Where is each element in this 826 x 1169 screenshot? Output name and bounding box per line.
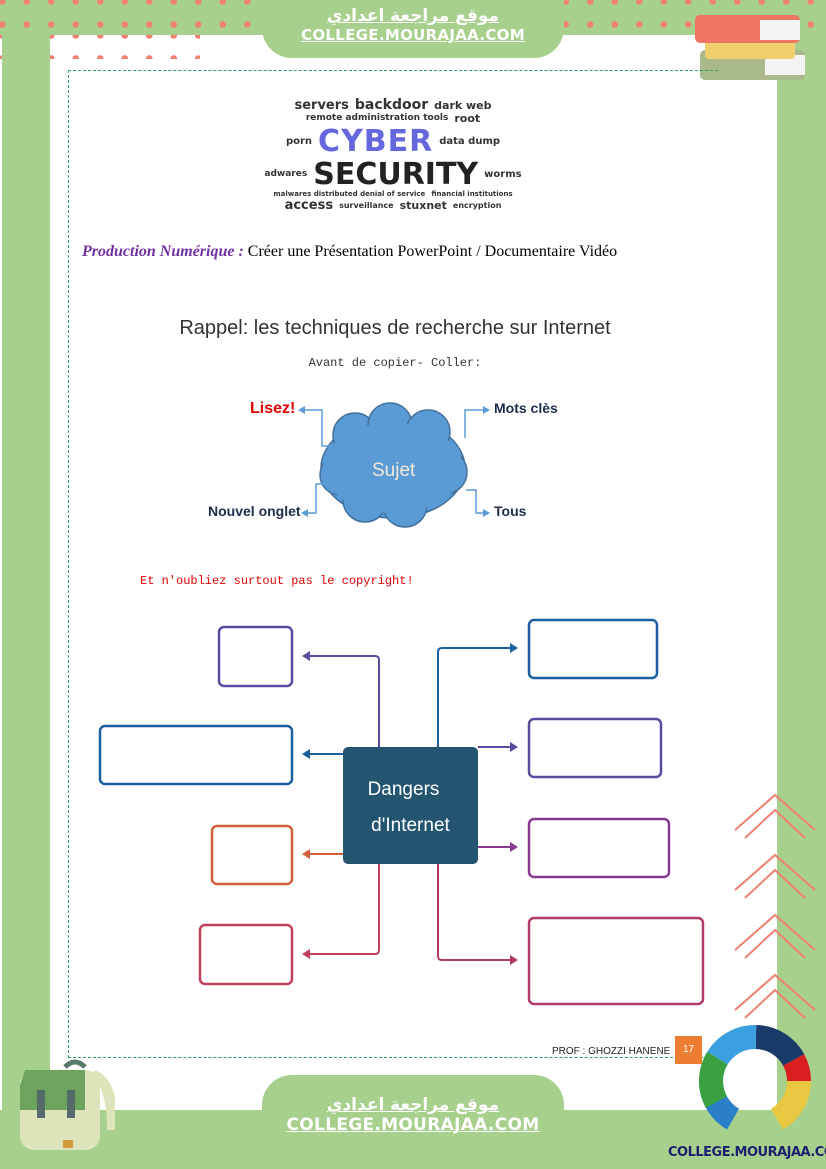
answer-box — [198, 923, 294, 986]
wordcloud-row: adwares SECURITY worms — [248, 158, 538, 191]
page-number: 17 — [675, 1036, 702, 1064]
arrow-mots — [464, 409, 486, 438]
cybersecurity-wordcloud: servers backdoor dark web remote adminis… — [248, 97, 538, 214]
author: PROF : GHOZZI HANENE — [552, 1046, 671, 1057]
word: data dump — [439, 136, 501, 148]
label-lisez: Lisez! — [250, 400, 296, 417]
footer-url[interactable]: COLLEGE.MOURAJAA.COM — [286, 1115, 540, 1135]
right-band — [777, 35, 826, 1169]
arrow-tous — [466, 489, 486, 514]
cloud-center-label: Sujet — [372, 460, 416, 481]
word: surveillance — [339, 200, 394, 210]
copyright-note: Et n'oubliez surtout pas le copyright! — [140, 574, 414, 588]
answer-box — [217, 625, 294, 688]
answer-box — [98, 724, 294, 786]
answer-box — [527, 618, 659, 680]
production-line: Production Numérique : Créer une Présent… — [82, 243, 617, 261]
word-cyber: CYBER — [318, 124, 434, 160]
word: encryption — [452, 200, 502, 210]
wordcloud-row: servers backdoor dark web — [248, 97, 538, 113]
word: worms — [484, 169, 522, 181]
center-node-label: Dangers d'Internet — [343, 772, 478, 844]
production-text: Créer une Présentation PowerPoint / Docu… — [243, 243, 618, 260]
word: malwares distributed denial of service — [273, 190, 426, 199]
word-security: SECURITY — [313, 157, 479, 193]
arrow-nouvel — [305, 483, 325, 514]
header-banner[interactable]: موقع مراجعة اعدادي COLLEGE.MOURAJAA.COM — [262, 0, 564, 58]
word: servers — [294, 97, 349, 113]
answer-box — [210, 824, 294, 886]
answer-box — [527, 817, 671, 879]
wordcloud-row: access surveillance stuxnet encryption — [248, 198, 538, 214]
production-label: Production Numérique : — [82, 243, 244, 260]
chevron-decoration-icon — [734, 793, 816, 1019]
education-wheel-icon — [699, 1025, 811, 1137]
word: stuxnet — [399, 199, 447, 213]
wordcloud-row: porn CYBER data dump — [248, 125, 538, 158]
label-nouvel-onglet: Nouvel onglet — [208, 503, 301, 519]
footer-arabic: موقع مراجعة اعدادي — [326, 1095, 500, 1115]
answer-box — [527, 717, 663, 779]
word: root — [454, 112, 481, 126]
center-line1: Dangers — [367, 779, 440, 800]
arrow-lisez — [302, 409, 332, 447]
word: adwares — [264, 169, 308, 180]
books-icon — [695, 15, 805, 80]
page-border — [68, 70, 718, 1058]
rappel-subtitle: Avant de copier- Coller: — [308, 356, 482, 370]
header-arabic: موقع مراجعة اعدادي — [326, 6, 500, 26]
cloud-shape — [319, 402, 468, 528]
answer-box — [527, 916, 705, 1006]
word: access — [284, 198, 334, 214]
header-url[interactable]: COLLEGE.MOURAJAA.COM — [301, 26, 525, 44]
label-tous: Tous — [494, 503, 527, 519]
cloud-diagram — [298, 402, 490, 528]
center-line2: d'Internet — [371, 815, 450, 836]
left-band — [2, 35, 50, 1115]
word: remote administration tools — [305, 113, 449, 124]
word: financial institutions — [431, 190, 513, 199]
word: backdoor — [354, 97, 429, 113]
wordcloud-row: malwares distributed denial of service f… — [248, 191, 538, 199]
logo-url[interactable]: COLLEGE.MOURAJAA.COM — [668, 1145, 826, 1160]
word: porn — [285, 136, 313, 148]
rappel-title: Rappel: les techniques de recherche sur … — [179, 317, 611, 339]
label-mots-cles: Mots clès — [494, 400, 558, 416]
backpack-icon — [20, 1059, 115, 1150]
word: dark web — [434, 98, 492, 112]
center-node — [343, 747, 478, 864]
footer-banner[interactable]: موقع مراجعة اعدادي COLLEGE.MOURAJAA.COM — [262, 1075, 564, 1169]
wordcloud-row: remote administration tools root — [248, 113, 538, 125]
